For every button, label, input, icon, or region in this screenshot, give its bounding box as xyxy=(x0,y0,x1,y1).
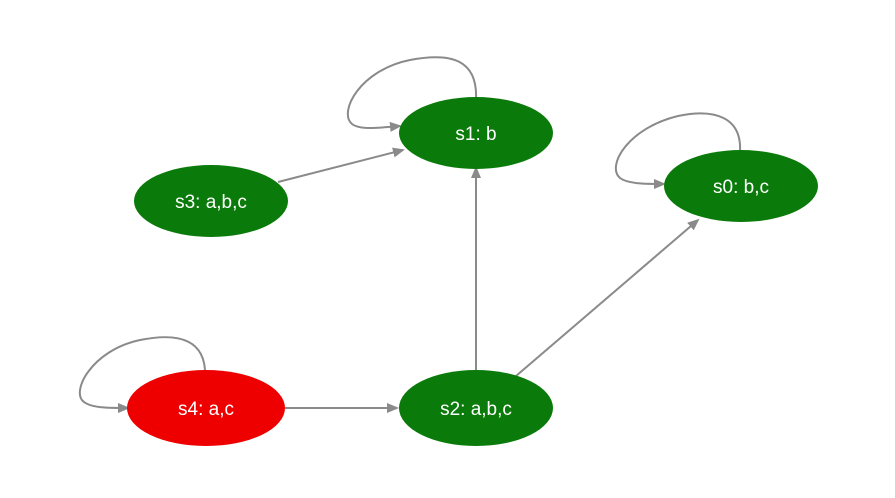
node-s1-label: s1: b xyxy=(455,124,496,145)
node-s0: s0: b,c xyxy=(664,150,818,222)
node-s3-label: s3: a,b,c xyxy=(175,192,247,213)
node-s2-label: s2: a,b,c xyxy=(440,399,512,420)
edge-s3-to-s1 xyxy=(277,147,405,183)
node-s1: s1: b xyxy=(399,97,553,169)
edge-s1-self-loop xyxy=(346,56,478,132)
node-s3: s3: a,b,c xyxy=(134,165,288,237)
edge-s2-to-s0 xyxy=(515,218,700,377)
node-s4: s4: a,c xyxy=(127,370,285,446)
node-s4-label: s4: a,c xyxy=(178,399,234,420)
edge-s0-self-loop xyxy=(614,112,742,189)
edge-s4-self-loop xyxy=(78,336,207,413)
node-s0-label: s0: b,c xyxy=(713,177,769,198)
node-s2: s2: a,b,c xyxy=(399,370,553,446)
